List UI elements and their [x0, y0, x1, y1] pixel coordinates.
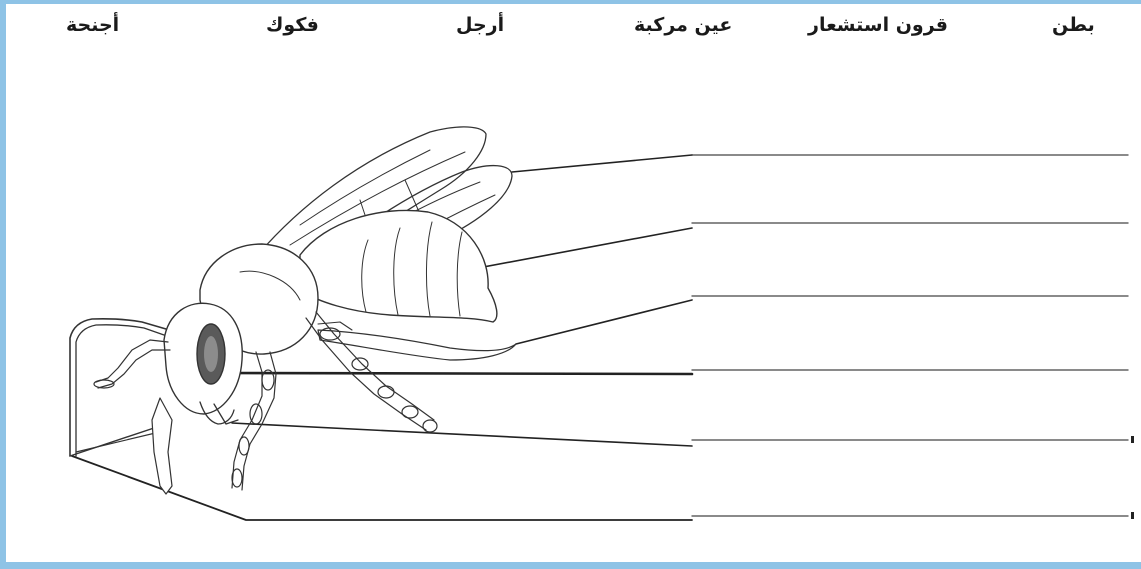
answer-field-6[interactable]	[700, 489, 1124, 517]
rear-wing-outline	[318, 330, 516, 360]
line-end-marks	[1131, 436, 1134, 519]
answer-field-4[interactable]	[700, 343, 1124, 371]
answer-field-2[interactable]	[700, 196, 1124, 224]
abdomen	[300, 210, 497, 322]
front-leg	[94, 340, 172, 494]
pointer-wings	[512, 155, 692, 172]
answer-field-5[interactable]	[700, 413, 1124, 441]
answer-field-3[interactable]	[700, 269, 1124, 297]
pointer-eye	[213, 373, 692, 374]
answer-field-1[interactable]	[700, 128, 1124, 156]
pointer-mouthparts	[232, 423, 692, 446]
pointer-legs	[516, 300, 692, 344]
head	[164, 303, 242, 414]
